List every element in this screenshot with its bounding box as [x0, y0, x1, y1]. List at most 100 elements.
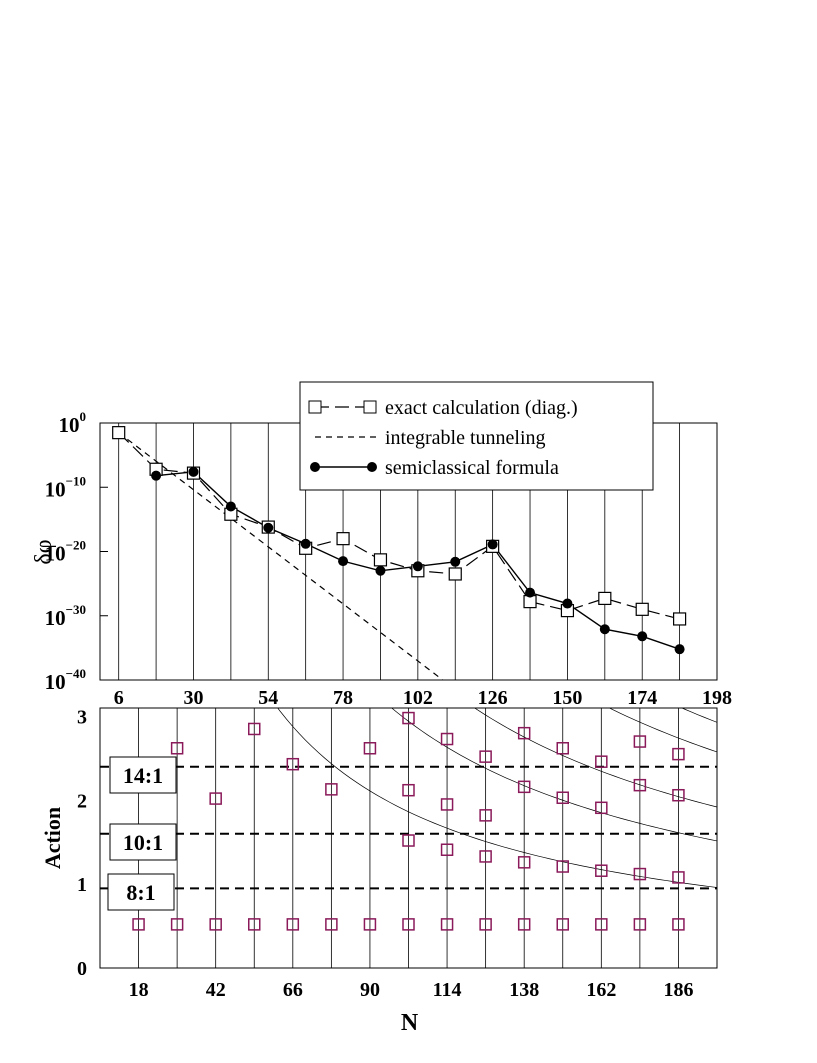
action-point [286, 918, 300, 931]
resonance-label: 14:1 [123, 763, 163, 788]
exact-calculation-point [373, 553, 388, 567]
action-curve [608, 708, 717, 753]
bottom-x-tick-label: 90 [360, 979, 380, 1001]
semiclassical-point [300, 538, 311, 549]
action-point [595, 755, 608, 768]
semiclassical-point [450, 556, 461, 567]
exact-calculation-point [336, 532, 350, 546]
action-point [479, 809, 492, 822]
action-point [170, 918, 184, 931]
action-point [170, 742, 184, 755]
legend-box [299, 381, 654, 491]
action-point [209, 918, 222, 931]
action-point [402, 834, 415, 847]
top-x-tick-label: 150 [552, 687, 582, 709]
resonance-label: 10:1 [123, 830, 163, 855]
action-point [402, 711, 415, 725]
action-point [440, 798, 454, 811]
action-point [633, 778, 647, 792]
legend-exact-marker [308, 400, 322, 414]
action-point [672, 918, 685, 931]
action-point [517, 918, 531, 931]
action-point [556, 918, 569, 931]
top-x-tick-label: 198 [702, 687, 732, 709]
action-point [363, 918, 377, 931]
top-y-tick-label: 10−10 [45, 473, 86, 501]
semiclassical-point [188, 466, 199, 477]
semiclassical-point [674, 644, 685, 655]
exact-calculation-point [635, 602, 649, 616]
action-point [595, 801, 608, 815]
resonance-label: 8:1 [126, 880, 155, 905]
action-point [479, 918, 492, 931]
action-point [132, 918, 145, 931]
action-point [595, 864, 608, 877]
action-curve [474, 708, 717, 808]
action-point [672, 788, 685, 802]
action-curve [391, 708, 717, 842]
action-point [633, 735, 647, 748]
top-x-tick-label: 174 [627, 687, 657, 709]
action-point [325, 918, 338, 931]
top-x-tick-label: 30 [183, 687, 203, 709]
resonance-label-box [109, 823, 177, 861]
action-point [402, 783, 415, 797]
exact-calculation-point [598, 591, 612, 606]
top-y-axis-label: δφ [31, 539, 57, 564]
action-point [672, 871, 685, 884]
legend-entry-label: exact calculation (diag.) [385, 397, 578, 419]
legend-exact-marker [363, 400, 377, 414]
semiclassical-point [263, 522, 274, 533]
legend-semiclassical-marker [367, 462, 377, 472]
exact-calculation-line [118, 432, 680, 620]
bottom-plot-frame [99, 707, 718, 969]
top-y-tick-label: 10−20 [45, 538, 86, 566]
action-point [325, 783, 338, 796]
legend-semiclassical-marker [310, 462, 320, 472]
bottom-x-tick-label: 18 [129, 979, 149, 1001]
action-point [556, 742, 569, 755]
exact-calculation-point [673, 612, 687, 626]
resonance-label-box [107, 873, 175, 911]
bottom-y-tick-label: 3 [77, 706, 87, 728]
semiclassical-point [412, 561, 423, 572]
top-x-tick-label: 6 [114, 687, 124, 709]
action-point [286, 757, 300, 771]
semiclassical-point [375, 565, 386, 576]
action-point [248, 722, 261, 736]
action-curve [277, 708, 717, 888]
bottom-y-tick-label: 0 [77, 958, 87, 980]
top-y-tick-label: 10−30 [45, 602, 86, 630]
top-x-tick-label: 102 [403, 687, 433, 709]
bottom-x-tick-label: 114 [433, 979, 462, 1001]
top-panel: 100 10−10 10−20 10−30 10−40 6 30 54 78 102 126 150 1… [31, 381, 732, 709]
top-y-tick-label: 10−40 [45, 666, 86, 694]
action-point [672, 747, 685, 761]
exact-calculation-point [112, 426, 126, 440]
top-x-tick-label: 54 [258, 687, 278, 709]
action-point [556, 860, 569, 873]
action-point [517, 726, 531, 740]
top-x-tick-label: 78 [333, 687, 353, 709]
action-point [479, 750, 492, 763]
action-point [209, 792, 222, 805]
resonance-label-box [109, 756, 177, 794]
bottom-x-tick-label: 66 [283, 979, 303, 1001]
bottom-y-tick-label: 1 [77, 874, 87, 896]
action-point [402, 918, 415, 931]
semiclassical-point [487, 539, 498, 550]
action-point [556, 791, 569, 804]
top-y-tick-label: 100 [59, 409, 87, 437]
action-point [633, 918, 647, 931]
action-point [440, 843, 454, 856]
legend-entry-label: integrable tunneling [385, 427, 546, 449]
exact-calculation-point [448, 567, 462, 581]
semiclassical-point [599, 624, 610, 635]
bottom-x-tick-label: 162 [586, 979, 616, 1001]
action-point [479, 850, 492, 863]
action-point [633, 867, 647, 881]
action-point [440, 918, 454, 931]
top-x-tick-label: 126 [478, 687, 508, 709]
